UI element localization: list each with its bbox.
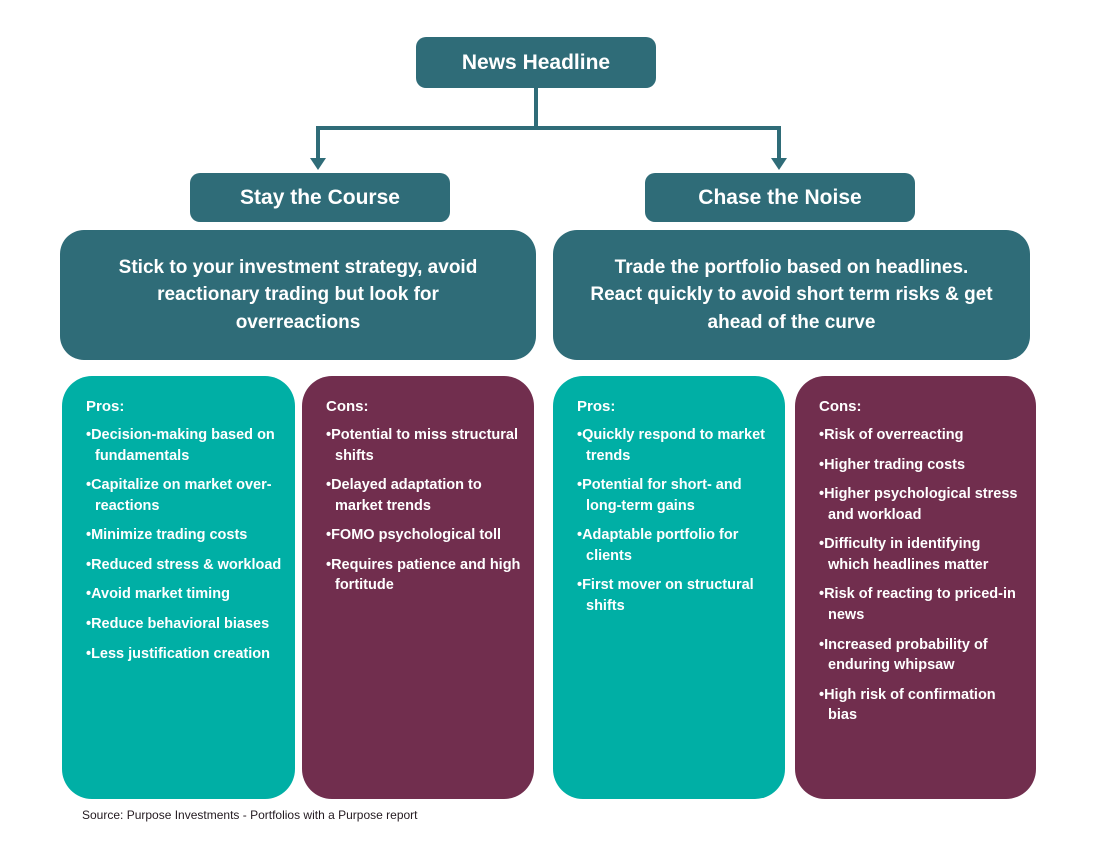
bullet-item: •Adaptable portfolio for clients xyxy=(577,527,739,564)
cons-list: •Potential to miss structural shifts •Del… xyxy=(326,425,522,596)
root-node-label: News Headline xyxy=(461,50,611,74)
bullet-item: •Reduced stress & workload xyxy=(86,556,282,573)
bullet-item: •Risk of overreacting xyxy=(819,427,964,443)
bullet-item: •Potential to miss structural shifts xyxy=(326,427,519,464)
arrow-down-right-icon xyxy=(771,158,787,170)
bullet-item: •Potential for short- and long-term gain… xyxy=(577,477,742,514)
cons-heading: Cons: xyxy=(819,398,862,415)
pros-box-stay-the-course: Pros: •Decision-making based on fundamen… xyxy=(62,376,295,799)
branch-header-label: Chase the Noise xyxy=(698,185,862,209)
bullet-item: •Higher psychological stress and workloa… xyxy=(819,486,1018,523)
bullet-item: •FOMO psychological toll xyxy=(326,527,502,544)
bullet-item: •Difficulty in identifying which headlin… xyxy=(819,536,989,573)
description-box-chase-the-noise: Trade the portfolio based on headlines. … xyxy=(553,230,1030,360)
bullet-item: •Minimize trading costs xyxy=(86,527,248,544)
branch-header-stay-the-course: Stay the Course xyxy=(190,173,450,222)
bullet-item: •First mover on structural shifts xyxy=(577,577,754,615)
bullet-item: •High risk of confirmation bias xyxy=(819,686,996,724)
description-text: Stick to your investment strategy, avoid… xyxy=(118,256,478,333)
bullet-item: •Increased probability of enduring whips… xyxy=(819,636,988,674)
cons-list: •Risk of overreacting •Higher trading cos… xyxy=(819,425,1024,726)
root-node-news-headline: News Headline xyxy=(416,37,656,88)
arrow-down-left-icon xyxy=(310,158,326,170)
connector-drop-right xyxy=(777,126,781,159)
pros-heading: Pros: xyxy=(86,398,125,415)
pros-list: •Quickly respond to market trends •Potent… xyxy=(577,425,773,617)
cons-box-stay-the-course: Cons: •Potential to miss structural shif… xyxy=(302,376,534,799)
bullet-item: •Delayed adaptation to market trends xyxy=(326,477,482,514)
bullet-item: •Capitalize on market over-reactions xyxy=(86,477,272,514)
pros-list: •Decision-making based on fundamentals •C… xyxy=(86,425,283,664)
bullet-item: •Risk of reacting to priced-in news xyxy=(819,586,1016,624)
description-text: Trade the portfolio based on headlines. … xyxy=(590,256,993,333)
pros-box-chase-the-noise: Pros: •Quickly respond to market trends•… xyxy=(553,376,785,799)
connector-drop-left xyxy=(316,126,320,159)
description-box-stay-the-course: Stick to your investment strategy, avoid… xyxy=(60,230,536,360)
bullet-item: •Less justification creation xyxy=(86,645,270,662)
bullet-item: •Reduce behavioral biases xyxy=(86,616,270,633)
bullet-item: •Avoid market timing xyxy=(86,586,230,603)
bullet-item: •Quickly respond to market trends xyxy=(577,427,765,464)
branch-header-label: Stay the Course xyxy=(240,185,400,209)
connector-horizontal xyxy=(316,126,781,130)
source-attribution: Source: Purpose Investments - Portfolios… xyxy=(82,808,418,822)
bullet-item: •Requires patience and high fortitude xyxy=(326,556,521,594)
branch-header-chase-the-noise: Chase the Noise xyxy=(645,173,915,222)
pros-heading: Pros: xyxy=(577,398,616,415)
bullet-item: •Higher trading costs xyxy=(819,456,966,473)
cons-box-chase-the-noise: Cons: •Risk of overreacting •Higher tradi… xyxy=(795,376,1036,799)
bullet-item: •Decision-making based on fundamentals xyxy=(86,427,275,464)
connector-stem xyxy=(534,88,538,128)
cons-heading: Cons: xyxy=(326,398,369,415)
